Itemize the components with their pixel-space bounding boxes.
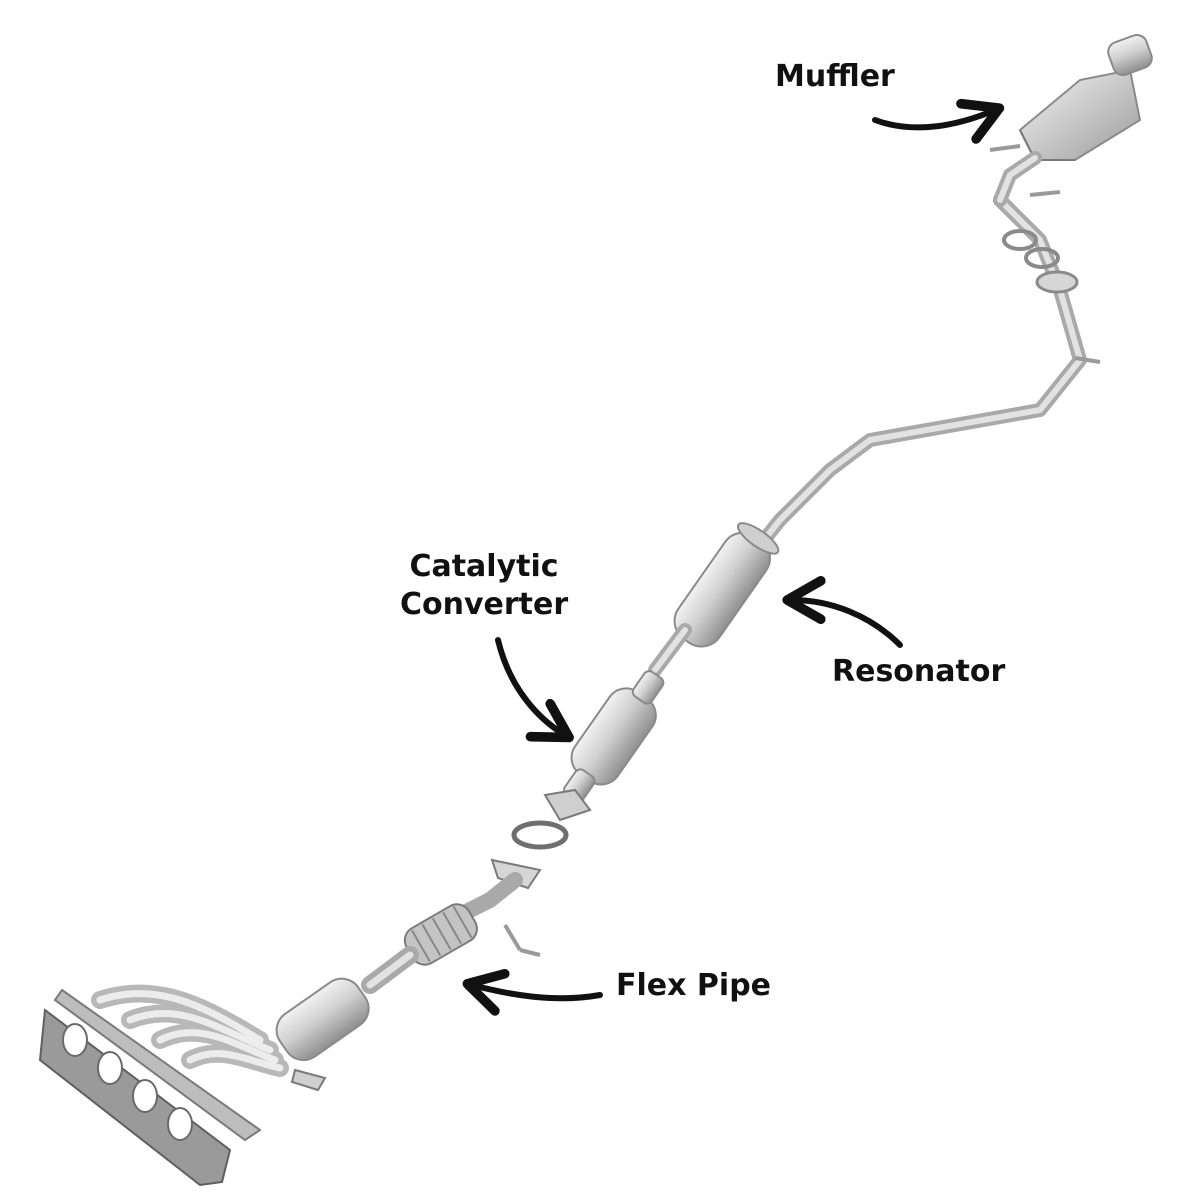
catalytic-converter-icon (275, 977, 370, 1092)
curved-arrow-icon (782, 576, 903, 648)
tail-pipe-section (753, 190, 1101, 552)
catalytic-converter-label: Catalytic Converter (400, 548, 568, 624)
flex-pipe-label: Flex Pipe (616, 968, 772, 1003)
catalytic-converter-label-line2: Converter (400, 587, 569, 622)
resonator-label: Resonator (832, 654, 1006, 689)
catalytic-converter-label-line1: Catalytic (409, 549, 559, 584)
curved-arrow-icon (872, 98, 1005, 144)
gasket-icon (1002, 229, 1079, 294)
resonator-icon (648, 522, 780, 677)
muffler-label: Muffler (775, 59, 895, 94)
muffler-icon (989, 34, 1153, 207)
catalytic-converter-icon (543, 670, 665, 822)
curved-arrow-icon (495, 637, 574, 743)
gasket-icon (490, 820, 569, 890)
curved-arrow-icon (462, 968, 603, 1016)
exhaust-manifold-icon (38, 984, 289, 1187)
flex-pipe-icon (361, 872, 541, 994)
